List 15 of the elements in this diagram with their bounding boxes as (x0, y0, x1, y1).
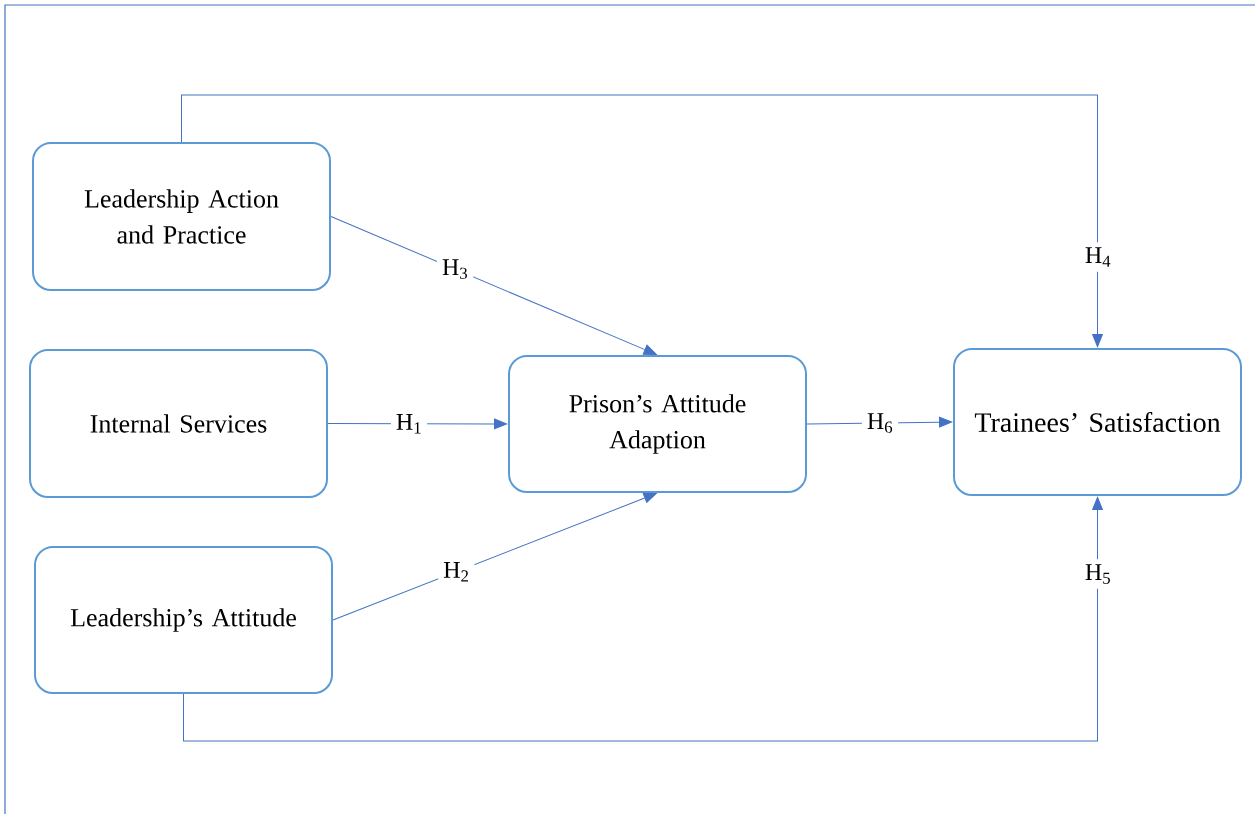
arrow (181, 94, 1103, 348)
process-box: Leadership’s Attitude (34, 546, 333, 694)
edge-label: H$_{1}$ (390, 409, 428, 439)
arrow (183, 496, 1103, 742)
process-box: Leadership Action and Practice (32, 142, 331, 291)
process-box: Trainees’ Satisfaction (953, 348, 1242, 496)
arrow (330, 216, 657, 355)
process-box: Internal Services (29, 349, 328, 498)
edge-label: H$_{6}$ (861, 408, 899, 438)
process-box: Prison’s Attitude Adaption (508, 355, 807, 493)
edge-label: H$_{5}$ (1079, 559, 1117, 589)
edge-label: H$_{3}$ (436, 254, 474, 284)
edge-label: H$_{4}$ (1079, 242, 1117, 272)
arrow (332, 492, 657, 621)
edge-label: H$_{2}$ (438, 557, 475, 587)
